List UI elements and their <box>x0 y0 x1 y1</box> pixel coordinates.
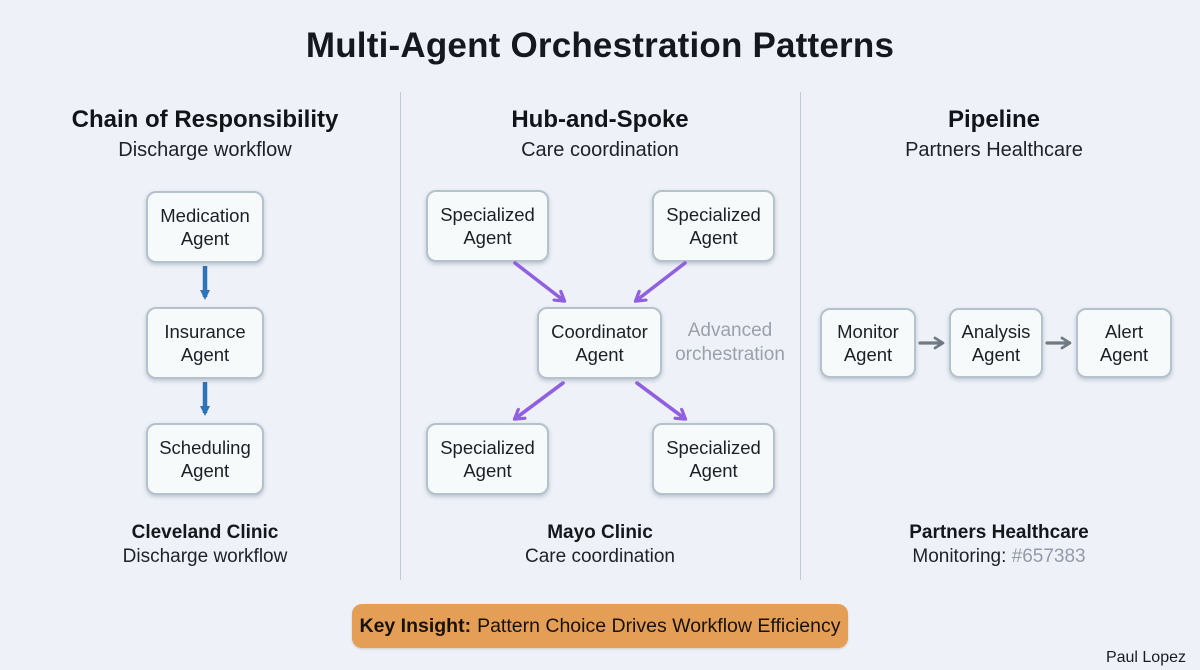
node-scheduling-agent: Scheduling Agent <box>146 423 264 495</box>
key-insight-banner: Key Insight: Pattern Choice Drives Workf… <box>352 604 848 648</box>
node-coordinator-agent: Coordinator Agent <box>537 307 662 379</box>
node-specialized-agent-bottom-left: Specialized Agent <box>426 423 549 495</box>
column3-subheading: Partners Healthcare <box>905 139 1083 161</box>
column-divider-right <box>800 92 801 580</box>
column3-footer-sub: Monitoring: #657383 <box>804 546 1194 568</box>
column2-subheading: Care coordination <box>521 139 679 161</box>
page-title: Multi-Agent Orchestration Patterns <box>305 26 895 65</box>
node-alert-agent: Alert Agent <box>1076 308 1172 378</box>
monitoring-label: Monitoring: <box>912 546 1007 567</box>
author-credit: Paul Lopez <box>1105 649 1186 666</box>
column1-subheading: Discharge workflow <box>118 139 292 161</box>
column2-footer-org: Mayo Clinic <box>547 522 653 543</box>
node-specialized-agent-top-right: Specialized Agent <box>652 190 775 262</box>
column2-heading: Hub-and-Spoke <box>511 106 689 133</box>
node-analysis-agent: Analysis Agent <box>949 308 1043 378</box>
column3-footer-org: Partners Healthcare <box>909 522 1089 543</box>
key-insight-label: Key Insight: <box>359 614 472 637</box>
column3-heading: Pipeline <box>947 106 1041 133</box>
column1-footer-sub: Discharge workflow <box>122 546 288 567</box>
column1-footer-org: Cleveland Clinic <box>131 522 279 543</box>
node-specialized-agent-top-left: Specialized Agent <box>426 190 549 262</box>
column1-heading: Chain of Responsibility <box>71 106 339 133</box>
node-specialized-agent-bottom-right: Specialized Agent <box>652 423 775 495</box>
advanced-orchestration-annotation: Advanced orchestration <box>675 320 785 366</box>
column-divider-left <box>400 92 401 580</box>
node-insurance-agent: Insurance Agent <box>146 307 264 379</box>
key-insight-text: Pattern Choice Drives Workflow Efficienc… <box>477 614 841 637</box>
node-monitor-agent: Monitor Agent <box>820 308 916 378</box>
monitoring-id: #657383 <box>1011 546 1086 567</box>
node-medication-agent: Medication Agent <box>146 191 264 263</box>
column2-footer-sub: Care coordination <box>525 546 675 567</box>
